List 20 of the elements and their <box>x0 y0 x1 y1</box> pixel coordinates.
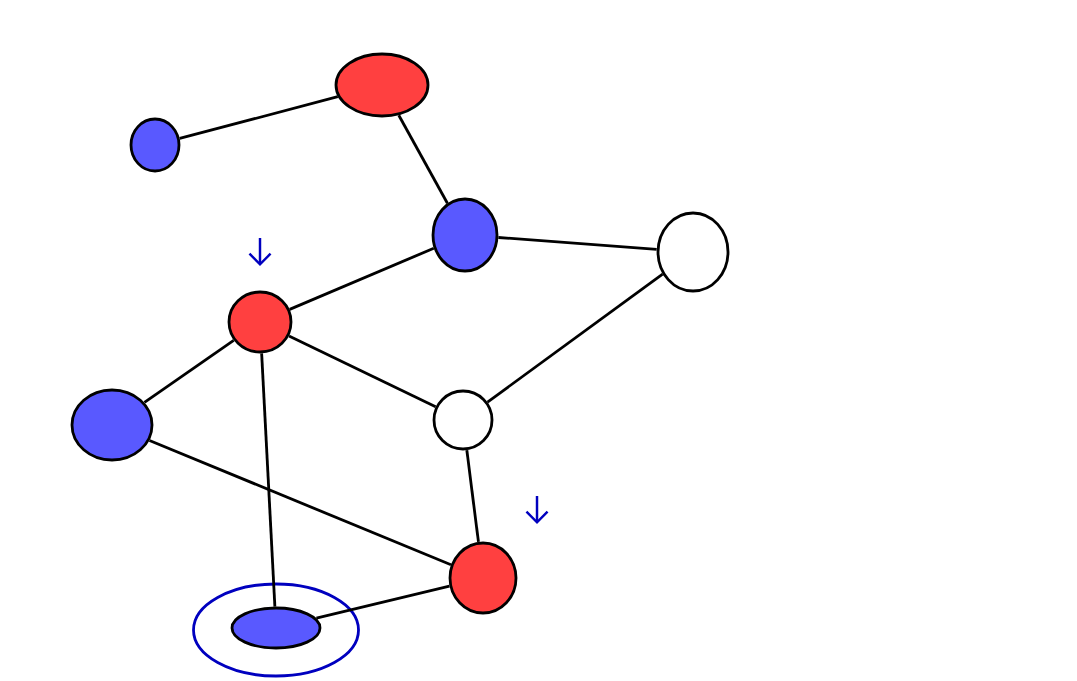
node-ellipse <box>448 541 518 615</box>
node-ellipse <box>432 389 494 451</box>
connector-line <box>288 334 437 409</box>
inner-node <box>230 606 322 650</box>
connector-line <box>289 246 435 311</box>
connector-line <box>397 114 449 204</box>
connector-line <box>143 339 235 404</box>
connector-line <box>486 273 664 404</box>
connector-line <box>316 584 450 620</box>
node-ellipse <box>70 388 154 462</box>
connector-line <box>179 95 339 140</box>
node-ellipse <box>656 211 730 293</box>
connector-line <box>148 439 452 567</box>
node-ellipse <box>431 197 499 273</box>
connector-line <box>260 353 277 607</box>
connector-line <box>498 236 657 251</box>
node-ellipse <box>334 52 430 118</box>
node-ellipse <box>227 290 293 354</box>
node-ellipse <box>129 117 181 173</box>
connector-line <box>465 450 480 543</box>
